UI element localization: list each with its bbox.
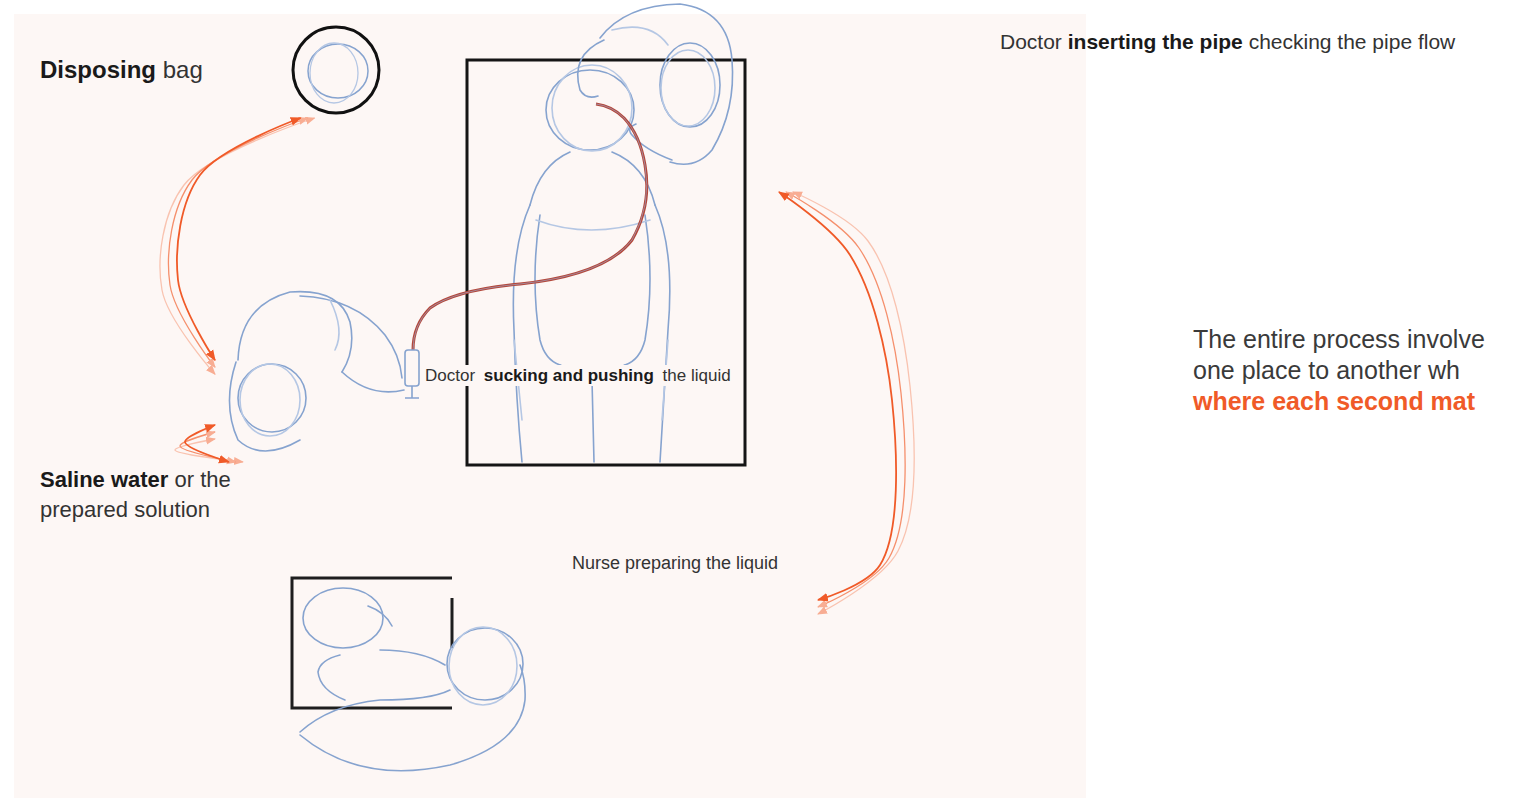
doctor-head-figure: [578, 4, 733, 164]
doctor-sketch: [612, 27, 668, 45]
doctor-head: [661, 50, 715, 126]
syringe: [405, 350, 419, 398]
nurse-hand: [318, 655, 345, 700]
table-outline: [451, 598, 454, 648]
doctor-arm: [578, 40, 604, 97]
flow-arrow: [175, 425, 243, 462]
flow-arrow-sketch: [160, 118, 315, 374]
flow-arrow-sketch: [786, 192, 905, 607]
doctor-sketch: [330, 300, 339, 350]
nurse-body: [300, 665, 525, 771]
patient-side: [513, 205, 530, 462]
node-label: Doctor: [1000, 30, 1062, 53]
node-label: sucking and pushing: [482, 365, 656, 386]
flow-arrow: [779, 192, 914, 614]
ground-panel: [14, 14, 1086, 798]
tube: [413, 104, 647, 350]
doctor-head: [660, 43, 720, 127]
bag-outline: [293, 27, 379, 113]
saline-solution: Saline wateror the prepared solution: [38, 462, 268, 567]
node-label: the liquid: [661, 365, 733, 386]
node-text: Doctor inserting the pipe checking the pip…: [1000, 28, 1520, 55]
note-text: where each second mat: [1193, 386, 1528, 417]
doctor-syringe-figure: [229, 292, 404, 451]
node-label: Disposing: [40, 56, 156, 83]
tube-sketch: [413, 104, 647, 350]
solution-bowl: [303, 588, 383, 648]
patient-side: [655, 205, 670, 462]
nurse-arm: [300, 690, 450, 732]
table-outline: [292, 578, 452, 708]
node-text: Disposing bag: [40, 54, 280, 85]
flow-arrow-sketch: [180, 432, 236, 462]
note-block: The entire process involve one place to …: [1193, 324, 1528, 417]
patient-legs: [592, 380, 594, 462]
node-text: Nurse preparing the liquid: [572, 552, 812, 575]
node-label: Doctor: [423, 365, 477, 386]
patient-arm: [625, 215, 650, 365]
flow-arrow-sketch: [169, 118, 308, 367]
nurse-figure: [300, 588, 525, 771]
prep-table: [292, 578, 452, 708]
patient-sketch: [514, 220, 668, 420]
nurse-head: [449, 627, 517, 705]
patient-figure: [513, 65, 669, 462]
syringe-barrel: [405, 350, 419, 386]
bag-sketch: [310, 43, 358, 103]
doctor-body: [600, 4, 733, 164]
note-text: The entire process involve one place to …: [1193, 324, 1528, 386]
patient-arm: [535, 215, 560, 365]
node-text: Saline wateror the prepared solution: [40, 465, 250, 525]
doctor-syringe: Doctorsucking and pushingthe liquid: [215, 285, 744, 445]
node-text: Doctorsucking and pushingthe liquid: [423, 365, 738, 387]
bag-circle: [290, 24, 382, 116]
node-label: inserting the pipe: [1068, 30, 1243, 53]
flow-arrow-line: [177, 118, 301, 360]
node-label: bag: [163, 56, 203, 83]
doctor-body: [229, 362, 300, 451]
node-label: Nurse preparing the liquid: [572, 553, 778, 573]
nurse-station: Nurse preparing the liquid: [285, 548, 818, 770]
doctor-arm: [300, 296, 402, 378]
doctor-body: [238, 292, 352, 372]
doctor-at-head: Doctor inserting the pipe checking the pip…: [530, 6, 1526, 192]
node-label: Saline water: [40, 467, 168, 492]
disposing-bag: Disposing bag: [36, 22, 386, 118]
doctor-arm: [342, 372, 404, 392]
bowl-sketch: [368, 606, 392, 626]
patient-head: [552, 65, 632, 151]
doctor-head: [240, 364, 300, 436]
flow-arrow-line: [779, 192, 896, 600]
syringe-plunger: [405, 386, 419, 398]
nurse-arm: [380, 650, 445, 665]
flow-arrow: [160, 118, 315, 374]
node-label: checking the pipe flow: [1249, 30, 1456, 53]
patient-shoulders: [530, 152, 655, 205]
flow-arrow-sketch: [793, 192, 914, 614]
flow-arrow-line: [185, 425, 229, 462]
doctor-arm: [630, 124, 672, 160]
